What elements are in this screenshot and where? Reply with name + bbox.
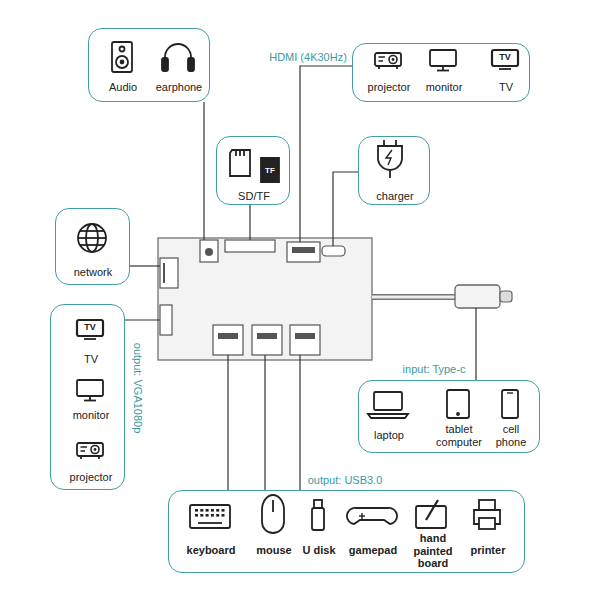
node-text: printer	[465, 544, 511, 557]
keyboard-keys	[195, 509, 225, 517]
key	[200, 509, 203, 512]
node-text: charger	[365, 190, 425, 203]
port-label: input: Type-c	[403, 363, 466, 375]
icon-text: TV	[84, 323, 96, 333]
node-text: SD/TF	[224, 190, 284, 203]
node-text: monitor	[63, 409, 119, 422]
key	[195, 514, 198, 517]
node-text: projector	[362, 81, 416, 94]
node-text: keyboard	[183, 544, 239, 557]
typec-box: laptop tablet computercell phone	[358, 380, 540, 453]
usb-box: keyboard mouse U disk gamepad hand painted b…	[168, 490, 525, 573]
icon-text: TF	[265, 167, 275, 176]
key	[206, 509, 209, 512]
node-text: hand painted board	[411, 532, 455, 570]
tv-icon	[492, 50, 518, 69]
node-text: gamepad	[347, 544, 399, 557]
monitor-icon	[430, 50, 456, 71]
node-text: Audio	[98, 81, 148, 94]
node-text: monitor	[419, 81, 469, 94]
node-text: network	[63, 266, 123, 279]
node-text: earphone	[151, 81, 207, 94]
key	[222, 514, 225, 517]
node-text: cell phone	[491, 423, 531, 448]
node-text: TV	[491, 81, 521, 94]
node-text: laptop	[364, 429, 414, 442]
node-text: tablet computer	[428, 423, 490, 448]
port-label: output: USB3.0	[308, 474, 383, 486]
sd-box: SD/TF	[216, 136, 290, 205]
key	[200, 514, 203, 517]
node-text: mouse	[254, 544, 294, 557]
key	[195, 509, 198, 512]
port-label: output: VGA1080p	[132, 343, 144, 434]
projector-icon	[77, 443, 103, 459]
key	[211, 509, 214, 512]
icons	[78, 42, 518, 533]
monitor-icon	[77, 380, 103, 401]
key	[222, 509, 225, 512]
key	[216, 514, 219, 517]
network-box: network	[55, 208, 130, 285]
node-text: U disk	[299, 544, 339, 557]
charger-box: charger	[358, 136, 430, 205]
audio-box: Audioearphone	[88, 28, 210, 102]
port-label: HDMI (4K30Hz)	[269, 51, 347, 63]
key	[216, 509, 219, 512]
hdmi-box: projectormonitor TV	[352, 43, 530, 102]
node-text: projector	[61, 471, 121, 484]
key	[211, 514, 214, 517]
node-text: TV	[71, 353, 111, 366]
projector-icon	[375, 53, 401, 69]
leader-lines	[125, 66, 476, 490]
tv-icon	[77, 320, 103, 339]
hub-body	[158, 238, 512, 360]
icon-text: TV	[499, 53, 511, 63]
key	[206, 514, 209, 517]
